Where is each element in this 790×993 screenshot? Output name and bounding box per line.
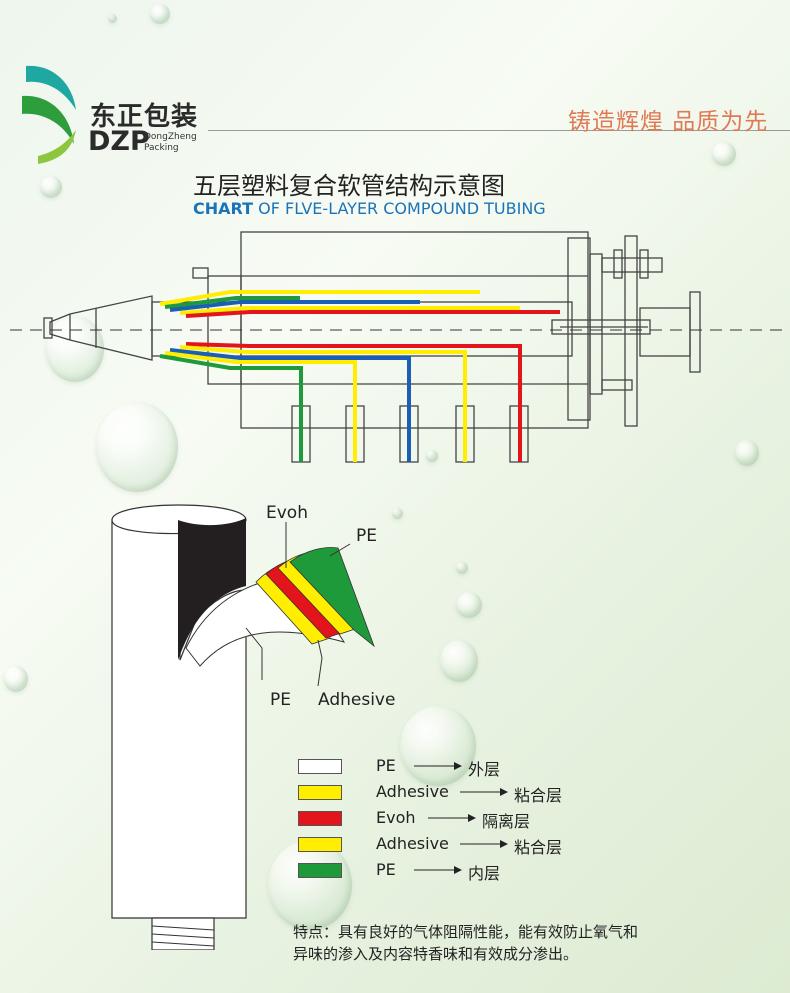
water-drop <box>392 508 403 519</box>
label-pe-top: PE <box>356 526 377 546</box>
water-drop <box>456 592 482 618</box>
layer-legend: PE 外层 Adhesive 粘合层 Evoh 隔离层 Adhesive 粘合层… <box>298 756 618 886</box>
logo-icon <box>22 65 76 164</box>
label-adhesive: Adhesive <box>318 690 396 710</box>
water-drop <box>426 450 438 462</box>
legend-name: PE <box>376 756 396 775</box>
brand-subtitle-line1: DongZheng <box>144 132 197 142</box>
water-drop <box>96 402 178 492</box>
water-drop <box>108 14 117 23</box>
title-en-rest: OF FLVE-LAYER COMPOUND TUBING <box>253 199 546 218</box>
title-cn: 五层塑料复合软管结构示意图 <box>193 172 505 200</box>
water-drop <box>400 706 476 786</box>
feature-line1: 特点：具有良好的气体阻隔性能，能有效防止氧气和 <box>293 923 639 941</box>
legend-swatch <box>298 785 342 800</box>
brand-name-cn: 东正包装 <box>90 102 199 132</box>
water-drop <box>46 316 104 382</box>
water-drop <box>150 4 170 24</box>
slogan: 铸造辉煌 品质为先 <box>568 109 769 135</box>
legend-row: Evoh 隔离层 <box>298 808 618 831</box>
water-drop <box>268 840 352 930</box>
arrow-right-icon <box>460 788 508 796</box>
feature-description: 特点：具有良好的气体阻隔性能，能有效防止氧气和 异味的渗入及内容特香味和有效成分… <box>293 921 733 965</box>
legend-swatch <box>298 837 342 852</box>
title-en-bold: CHART <box>193 199 254 218</box>
legend-row: Adhesive 粘合层 <box>298 782 618 805</box>
title-en: CHART OF FLVE-LAYER COMPOUND TUBING <box>193 199 546 218</box>
water-drop <box>712 142 736 166</box>
brand-name-en: DZP <box>88 126 150 157</box>
legend-name: PE <box>376 860 396 879</box>
feature-line2: 异味的渗入及内容特香味和有效成分渗出。 <box>293 945 579 963</box>
water-drop <box>440 640 478 682</box>
legend-row: Adhesive 粘合层 <box>298 834 618 857</box>
water-drop <box>735 440 759 466</box>
brand-subtitle: DongZheng Packing <box>144 132 197 154</box>
brand-subtitle-line2: Packing <box>144 143 179 153</box>
tube-cutaway-illustration <box>111 504 375 950</box>
arrow-right-icon <box>414 762 462 770</box>
legend-cn: 粘合层 <box>514 786 563 805</box>
legend-name: Adhesive <box>376 782 449 801</box>
legend-swatch <box>298 863 342 878</box>
legend-name: Evoh <box>376 808 416 827</box>
legend-name: Adhesive <box>376 834 449 853</box>
water-drop <box>40 176 62 198</box>
legend-row: PE 内层 <box>298 860 618 883</box>
legend-cn: 内层 <box>468 864 501 883</box>
extrusion-die-diagram <box>10 231 790 463</box>
legend-swatch <box>298 811 342 826</box>
legend-cn: 粘合层 <box>514 838 563 857</box>
water-drop <box>456 562 468 574</box>
arrow-right-icon <box>414 866 462 874</box>
label-evoh: Evoh <box>266 503 308 523</box>
label-pe-bottom: PE <box>270 690 291 710</box>
legend-cn: 隔离层 <box>482 812 531 831</box>
legend-row: PE 外层 <box>298 756 618 779</box>
legend-swatch <box>298 759 342 774</box>
water-drop <box>4 666 28 692</box>
header-divider <box>208 130 790 131</box>
arrow-right-icon <box>460 840 508 848</box>
arrow-right-icon <box>428 814 476 822</box>
legend-cn: 外层 <box>468 760 501 779</box>
